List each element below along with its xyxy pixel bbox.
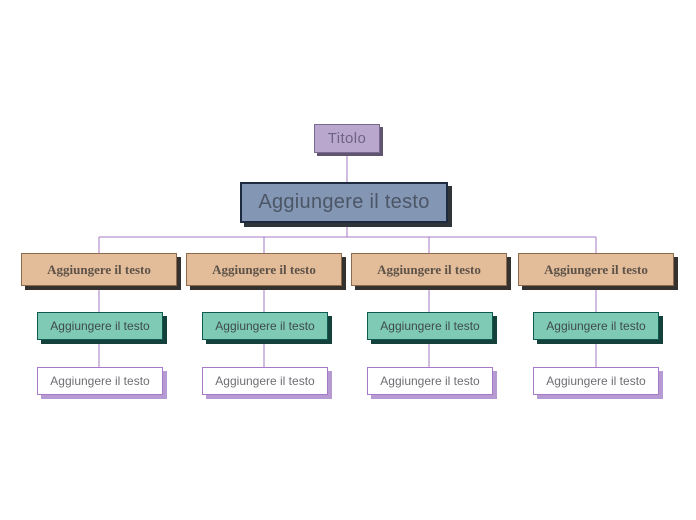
node-white-1-label: Aggiungere il testo [50, 374, 150, 388]
node-tan-1[interactable]: Aggiungere il testo [21, 253, 177, 286]
node-tan-3-label: Aggiungere il testo [377, 261, 481, 277]
node-teal-3-label: Aggiungere il testo [380, 319, 480, 333]
node-white-4[interactable]: Aggiungere il testo [533, 367, 659, 395]
node-teal-4[interactable]: Aggiungere il testo [533, 312, 659, 340]
node-main-label: Aggiungere il testo [258, 191, 430, 213]
node-white-2[interactable]: Aggiungere il testo [202, 367, 328, 395]
node-white-2-label: Aggiungere il testo [215, 374, 315, 388]
node-teal-1-label: Aggiungere il testo [50, 319, 150, 333]
node-tan-2[interactable]: Aggiungere il testo [186, 253, 342, 286]
node-teal-2-label: Aggiungere il testo [215, 319, 315, 333]
node-main[interactable]: Aggiungere il testo [240, 182, 448, 223]
node-teal-1[interactable]: Aggiungere il testo [37, 312, 163, 340]
node-teal-3[interactable]: Aggiungere il testo [367, 312, 493, 340]
node-title-label: Titolo [327, 130, 367, 147]
node-white-1[interactable]: Aggiungere il testo [37, 367, 163, 395]
node-tan-1-label: Aggiungere il testo [47, 261, 151, 277]
node-tan-4[interactable]: Aggiungere il testo [518, 253, 674, 286]
node-tan-3[interactable]: Aggiungere il testo [351, 253, 507, 286]
node-tan-4-label: Aggiungere il testo [544, 261, 648, 277]
node-white-3[interactable]: Aggiungere il testo [367, 367, 493, 395]
node-teal-4-label: Aggiungere il testo [546, 319, 646, 333]
node-white-3-label: Aggiungere il testo [380, 374, 480, 388]
node-white-4-label: Aggiungere il testo [546, 374, 646, 388]
node-teal-2[interactable]: Aggiungere il testo [202, 312, 328, 340]
node-tan-2-label: Aggiungere il testo [212, 261, 316, 277]
node-title[interactable]: Titolo [314, 124, 380, 153]
